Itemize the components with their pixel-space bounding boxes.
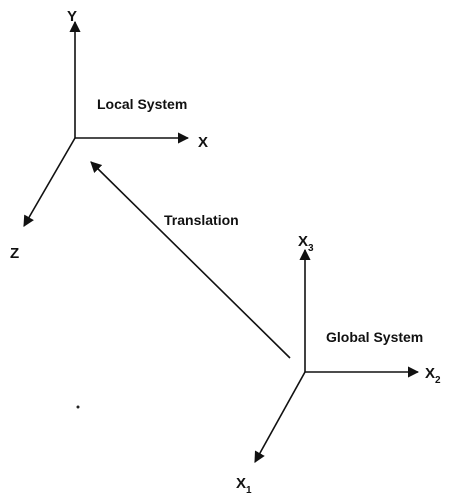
- global-system: X3 X2 X1 Global System: [236, 233, 441, 496]
- global-x2-label-base: X: [425, 365, 435, 382]
- global-x2-label: X2: [425, 365, 441, 386]
- local-y-label: Y: [67, 8, 77, 25]
- global-x3-label-sub: 3: [308, 243, 314, 254]
- local-z-axis: [23, 137, 76, 227]
- local-system: Y X Z Local System: [10, 8, 208, 262]
- global-x1-label: X1: [236, 475, 252, 496]
- translation-arrow: [90, 161, 291, 359]
- global-system-title: Global System: [326, 329, 423, 345]
- global-x1-axis: [254, 371, 306, 463]
- local-x-label: X: [198, 134, 208, 151]
- translation: Translation: [90, 161, 291, 359]
- global-x3-label: X3: [298, 233, 314, 254]
- local-z-label: Z: [10, 245, 19, 262]
- global-x2-label-sub: 2: [435, 375, 441, 386]
- global-x1-label-base: X: [236, 475, 246, 492]
- local-system-title: Local System: [97, 96, 187, 112]
- global-x1-label-sub: 1: [246, 485, 252, 496]
- global-x3-label-base: X: [298, 233, 308, 250]
- scan-dot: [76, 405, 80, 409]
- translation-label: Translation: [164, 212, 239, 228]
